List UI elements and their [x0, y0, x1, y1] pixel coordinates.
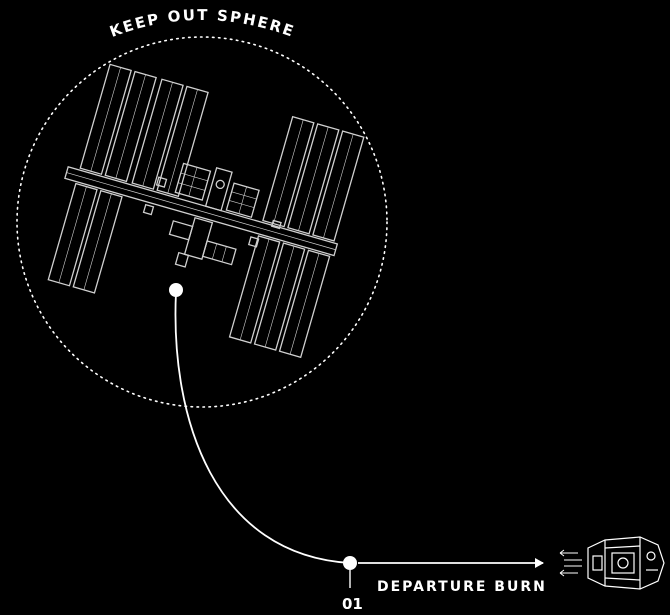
radiator-panels [174, 162, 260, 219]
keep-out-sphere-label: KEEP OUT SPHERE [107, 6, 297, 41]
departure-burn-label: DEPARTURE BURN [377, 579, 547, 595]
habitation-modules [168, 166, 237, 268]
departure-burn-point [343, 556, 357, 570]
capsule-icon [559, 536, 665, 590]
solar-array-left-upper [79, 63, 209, 198]
keep-out-sphere [16, 36, 388, 408]
trajectory-path [174, 291, 351, 564]
solar-array-right-upper [262, 115, 365, 242]
start-point [169, 283, 183, 297]
solar-array-left-lower [47, 182, 123, 294]
solar-array-right-lower [228, 235, 331, 359]
space-station-icon [47, 63, 365, 359]
step-number: 01 [342, 595, 363, 613]
